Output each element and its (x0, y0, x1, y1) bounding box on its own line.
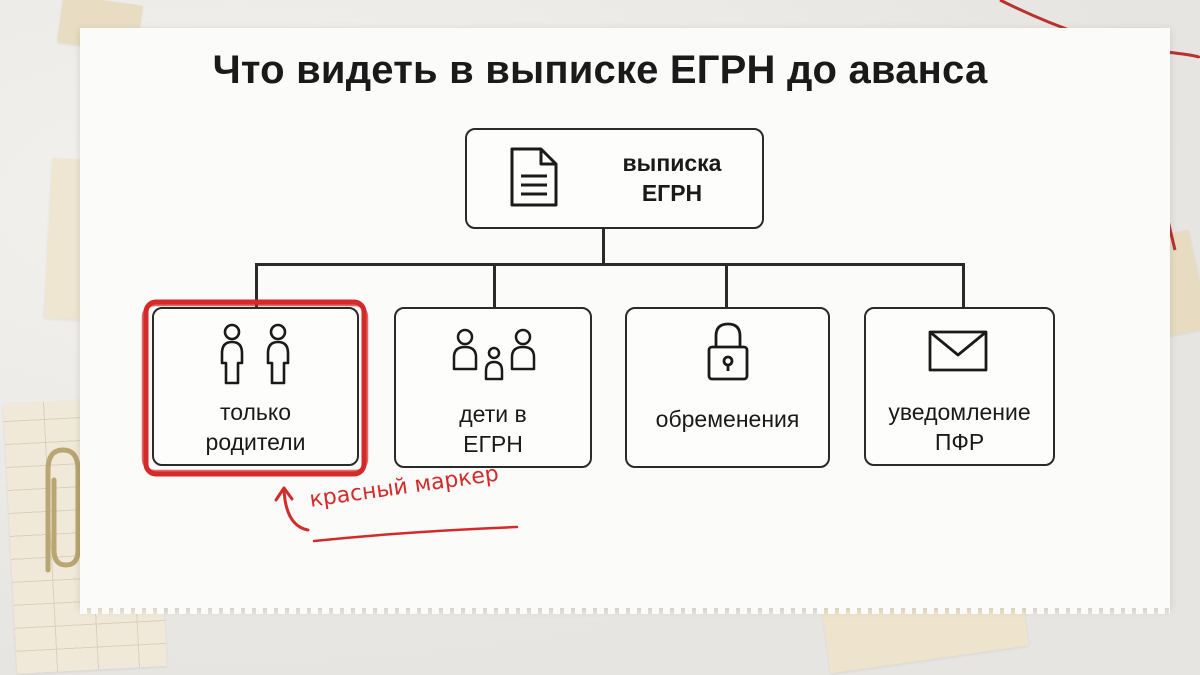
child-2-line1: дети в (459, 401, 527, 427)
child-1-line2: родители (205, 429, 306, 455)
child-label-parents-only: только родители (154, 397, 357, 457)
paperclip-icon (28, 440, 88, 585)
child-4-line2: ПФР (934, 429, 985, 455)
child-label-pfr-notice: уведомление ПФР (866, 397, 1053, 457)
connector-root-down (602, 228, 605, 264)
page-title: Что видеть в выписке ЕГРН до аванса (212, 48, 988, 92)
child-node-encumbrances: обременения (625, 307, 830, 468)
connector-child-1 (255, 263, 258, 308)
annotation-underline (312, 525, 522, 550)
document-icon (509, 146, 559, 208)
root-label: выписка ЕГРН (597, 148, 747, 208)
child-node-pfr-notice: уведомление ПФР (864, 307, 1055, 466)
child-label-encumbrances: обременения (655, 406, 800, 432)
connector-child-3 (725, 263, 728, 307)
two-people-icon (214, 323, 298, 385)
root-label-line1: выписка (622, 150, 722, 176)
child-2-line2: ЕГРН (463, 431, 523, 457)
root-node: выписка ЕГРН (465, 128, 764, 229)
connector-child-4 (962, 263, 965, 307)
envelope-icon (927, 329, 989, 373)
child-node-children-in-egrn: дети в ЕГРН (394, 307, 592, 468)
child-1-line1: только (219, 399, 292, 425)
annotation-arrow-icon (268, 480, 318, 545)
connector-horizontal (255, 263, 965, 266)
child-node-parents-only: только родители (152, 307, 359, 466)
connector-child-2 (493, 263, 496, 307)
child-4-line1: уведомление (888, 399, 1031, 425)
red-marker-highlight (140, 296, 372, 487)
child-label-children-in-egrn: дети в ЕГРН (396, 399, 590, 459)
family-icon (449, 327, 539, 387)
lock-icon (705, 319, 751, 383)
root-label-line2: ЕГРН (641, 180, 703, 206)
